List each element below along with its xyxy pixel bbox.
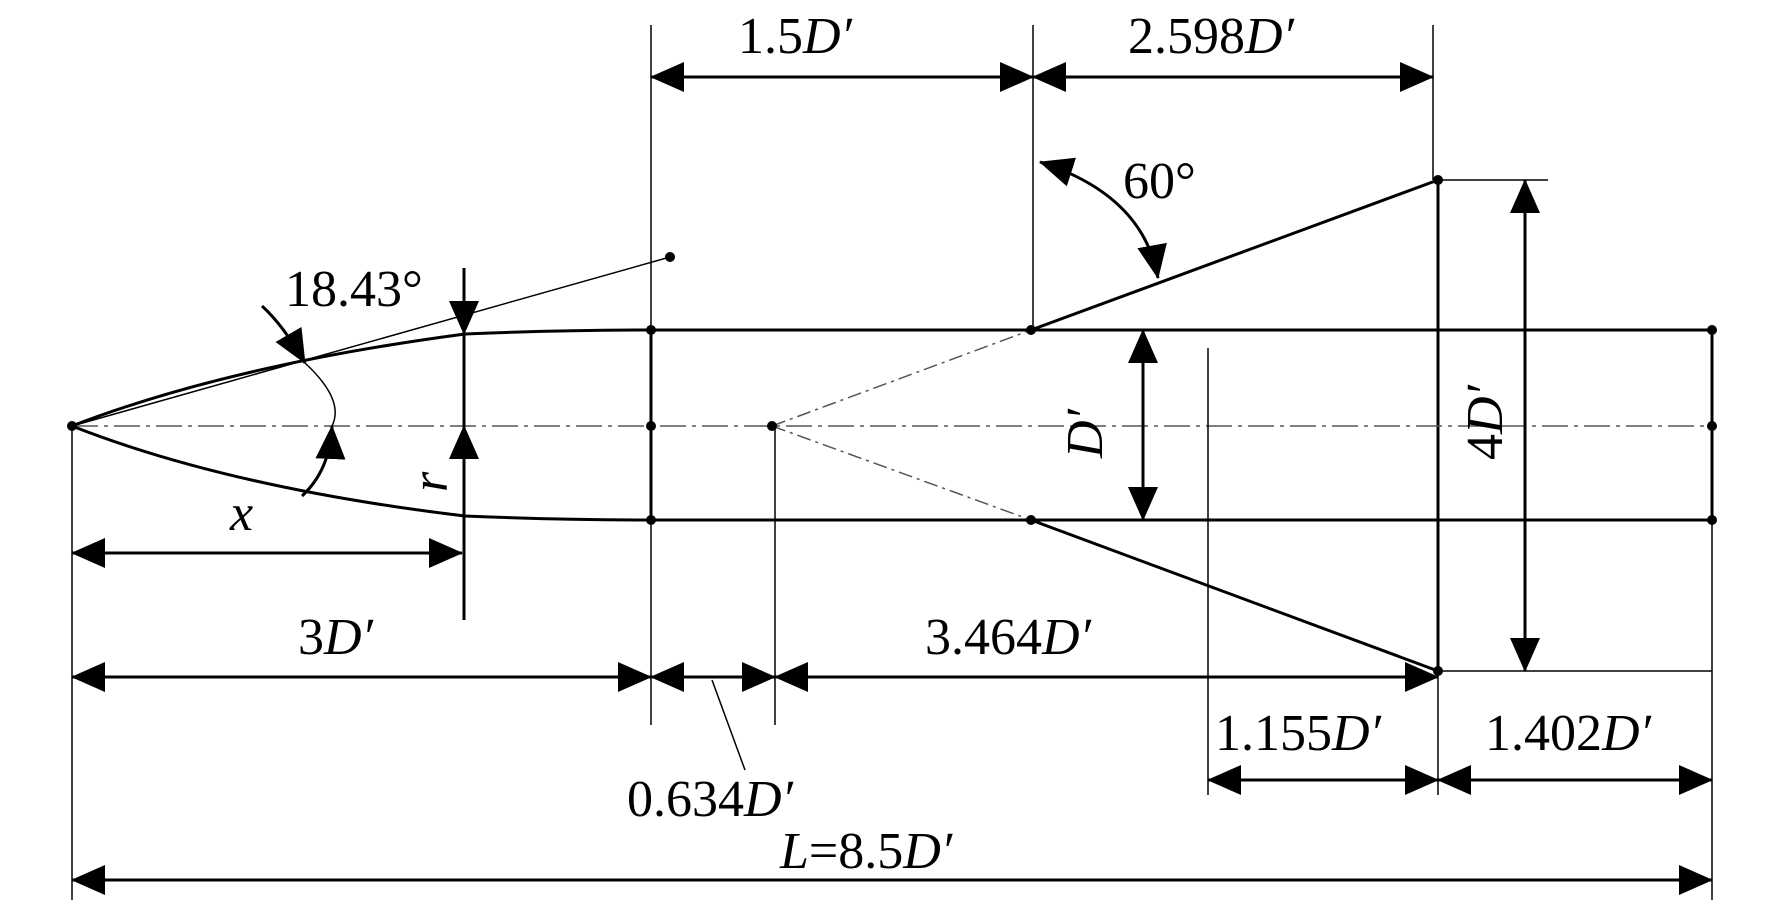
- label-1-155: 1.155D′: [1215, 705, 1383, 762]
- nose-tangent-line: [71, 256, 671, 427]
- label-60: 60°: [1123, 153, 1196, 210]
- arc-18-arrow-lower: [300, 425, 346, 498]
- leader-0-634: [711, 679, 746, 771]
- wing-apex-upper-ext: [771, 329, 1032, 427]
- labels: 1.5D′ 2.598D′ 60° 18.43° x r 3D′ 3.464D′…: [229, 8, 1653, 880]
- dimension-lines: [71, 62, 1713, 895]
- wing-lower-leading-edge: [1030, 518, 1439, 673]
- nose-lower-contour: [71, 424, 652, 522]
- label-r: r: [402, 471, 459, 492]
- arc-60: [1039, 157, 1167, 279]
- label-diameter: D′: [1057, 407, 1114, 459]
- wing-upper-leading-edge: [1030, 178, 1439, 332]
- angle-arcs: [260, 157, 1167, 498]
- label-18-43: 18.43°: [285, 261, 423, 318]
- extension-lines: [71, 25, 1713, 900]
- arc-18: [304, 362, 336, 427]
- label-3-464: 3.464D′: [925, 609, 1093, 666]
- label-0-634: 0.634D′: [627, 771, 795, 828]
- label-x: x: [229, 485, 253, 542]
- label-1-402: 1.402D′: [1485, 705, 1653, 762]
- label-3d: 3D′: [298, 609, 375, 666]
- label-1-5: 1.5D′: [738, 8, 854, 65]
- label-4d: 4D′: [1457, 383, 1514, 460]
- arc-18-arrow-upper: [260, 304, 307, 364]
- nose-upper-contour: [71, 328, 652, 428]
- wing-apex-lower-ext: [771, 425, 1032, 521]
- missile-body: [71, 178, 1714, 673]
- label-total-length: L=8.5D′: [779, 823, 954, 880]
- label-2-598: 2.598D′: [1128, 8, 1296, 65]
